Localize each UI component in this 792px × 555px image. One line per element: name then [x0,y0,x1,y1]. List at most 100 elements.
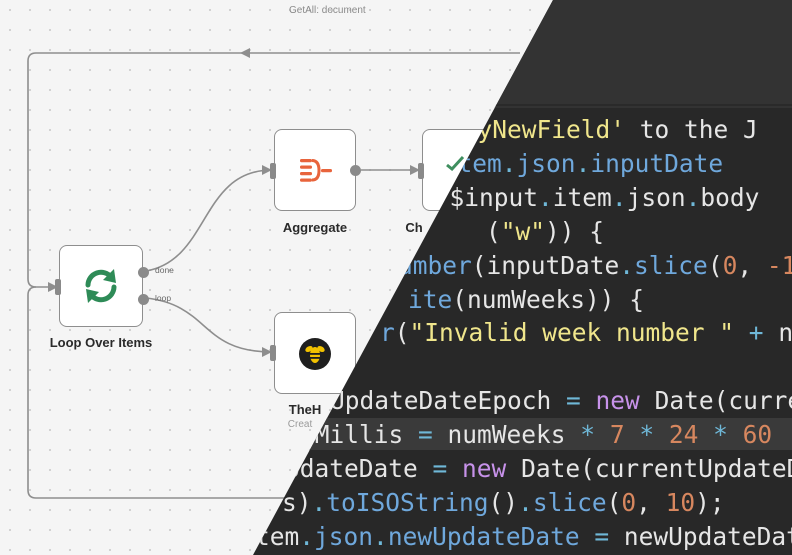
code-token: . [373,521,388,551]
arrow-right-icon [48,282,58,292]
arrow-right-icon [262,347,272,357]
editor-divider [400,104,792,106]
code-token: 0 [621,487,637,517]
code-token: item [552,182,612,212]
code-line[interactable]: ite(numWeeks)) { [408,283,644,317]
code-token: = [579,521,624,551]
code-token: , [636,487,666,517]
code-token: nu [778,318,792,348]
code-token [506,454,521,483]
refresh-icon [85,269,117,303]
code-token: inputDate [590,148,724,178]
code-token: + [734,318,779,348]
input-port[interactable] [270,163,276,179]
code-line[interactable]: r("Invalid week number " + nu [380,316,792,350]
code-line[interactable]: s).toISOString().slice(0, 10); [282,486,725,520]
aggregate-icon [300,159,332,182]
input-port[interactable] [418,163,424,179]
code-token: () [488,487,519,517]
code-token: . [611,182,627,212]
thehive-label: TheH [288,402,322,417]
code-line[interactable]: 'myNewField' to the J [448,113,758,147]
code-token: 10 [665,487,696,517]
done-to-aggregate-connection [145,169,273,272]
code-token [640,386,655,415]
code-token: new [595,386,640,416]
code-line[interactable]: ("w")) { [486,215,604,249]
code-token: s) [282,487,312,517]
loop-back-connection-top [27,52,520,288]
code-token: ); [695,487,725,517]
code-token: 0 [722,250,738,280]
code-token: . [575,148,591,178]
loop-back-connection-bottom [27,286,360,499]
loop-to-thehive-connection [145,297,273,353]
code-token: ite [408,284,453,314]
code-token: . [685,182,701,212]
code-token: = [417,454,463,483]
code-token: . [619,250,635,280]
code-token: (curre [713,386,792,416]
loop-over-items-node[interactable] [55,245,149,327]
arrow-left-icon [240,48,250,58]
code-token: 24 [668,420,699,450]
code-token: ( [707,250,723,280]
code-token: -1 [766,250,792,280]
top-node-subtitle: GetAll: document [289,5,366,16]
code-line[interactable]: umber(inputDate.slice(0, -1 [398,249,792,283]
code-token: 7 [609,420,625,450]
code-token: )) { [545,216,605,246]
arrow-right-icon [410,165,420,175]
code-line[interactable]: hMillis = numWeeks * 7 * 24 * 60 [300,418,772,452]
code-token: "Invalid week number " [409,318,735,348]
code-line[interactable]: = $input.item.json.body [420,181,759,215]
code-token: json [626,182,686,212]
code-token: json [516,148,576,178]
code-token: new [462,454,507,483]
done-output-port[interactable] [138,267,149,278]
code-token: json [314,521,374,551]
code-token: 60 [742,420,773,450]
code-token: newUpdateDate [387,521,580,551]
code-token: body [700,182,760,212]
input-port[interactable] [55,279,61,295]
code-token: . [501,148,517,178]
check-node-icon [446,155,465,171]
loop-output-port[interactable] [138,294,149,305]
code-token: * [565,420,610,450]
code-token: slice [532,487,607,517]
code-token: Date [521,454,581,483]
check-node-label: Ch [405,220,423,235]
code-token: UpdateDateEpoch [330,386,552,416]
code-line[interactable]: .item.json.inputDate [428,147,723,181]
aggregate-label: Aggregate [282,220,348,235]
code-token: Date [654,386,714,416]
code-token: newUpdateDat [623,521,792,551]
code-line[interactable]: pdateDate = new Date(currentUpdateD [285,452,792,486]
code-token: to the J [625,115,758,144]
code-token: = [551,386,596,416]
code-token: , [737,250,767,280]
code-token: pdateDate [285,454,418,483]
code-token: . [311,487,327,517]
code-token: . [518,487,533,517]
aggregate-node[interactable] [270,129,361,211]
code-line[interactable]: UpdateDateEpoch = new Date(curre [330,384,792,418]
code-token: = [403,420,448,450]
code-token: $input [449,182,539,212]
code-token: numWeeks [447,420,566,450]
output-port[interactable] [350,165,361,176]
input-port[interactable] [270,345,276,361]
code-token: ( [394,318,410,348]
loop-over-items-label: Loop Over Items [49,335,153,350]
done-port-label: done [155,265,174,275]
code-token: * [698,420,743,450]
code-token: . [299,521,315,551]
thehive-subtitle: Creat [287,419,313,430]
arrow-right-icon [262,165,272,175]
code-token: ( [486,216,501,246]
code-line[interactable]: tem.json.newUpdateDate = newUpdateDat [255,520,792,554]
code-token: r [380,318,395,348]
thehive-node[interactable] [270,312,356,394]
